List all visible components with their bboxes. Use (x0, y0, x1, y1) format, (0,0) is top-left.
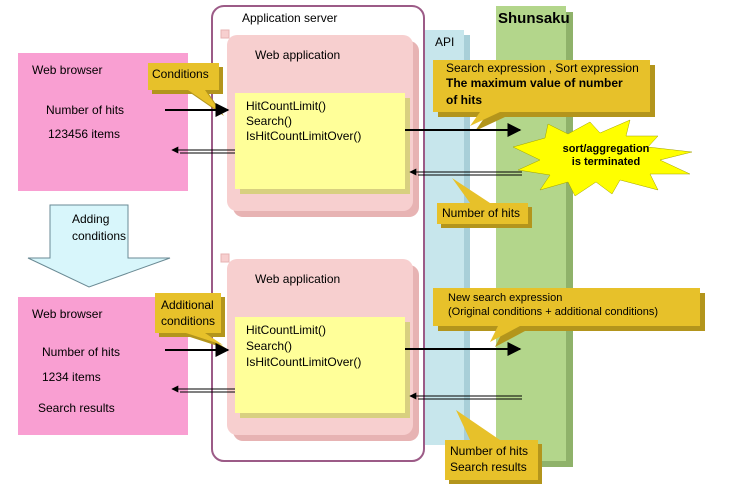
request-top-line1: Search expression , Sort expression (446, 61, 639, 75)
response-bottom-line1: Number of hits (450, 444, 529, 458)
request-bottom-line1: New search expression (448, 292, 563, 304)
adding-conditions-arrow (27, 204, 171, 288)
browser-top-title: Web browser (32, 63, 103, 77)
response-callout-top (437, 178, 528, 224)
additional-callout-line1: Additional (161, 298, 214, 312)
additional-callout-line2: conditions (161, 314, 216, 328)
webapp-bottom-corner (220, 253, 230, 263)
methods-top-box (235, 93, 405, 189)
application-server-label: Application server (242, 11, 338, 25)
webapp-bottom-title: Web application (255, 272, 341, 286)
response-callout-bottom (445, 410, 538, 480)
request-top-line3: of hits (446, 93, 482, 107)
terminated-line2: is terminated (571, 156, 641, 168)
methods-bottom-box (235, 317, 405, 413)
response-bottom-line2: Search results (450, 460, 527, 474)
browser-bottom-title: Web browser (32, 307, 103, 321)
browser-bottom-results-label: Search results (38, 401, 115, 415)
method-top-hitcountlimit: HitCountLimit() (246, 99, 327, 113)
method-bottom-hitcountlimit: HitCountLimit() (246, 323, 327, 337)
browser-bottom-hits-value: 1234 items (42, 370, 101, 384)
application-server-frame (211, 5, 425, 462)
conditions-callout-top (148, 63, 220, 112)
conditions-callout-text: Conditions (152, 67, 209, 81)
browser-top-hits-value: 123456 items (48, 127, 121, 141)
webapp-top-corner (220, 29, 230, 39)
api-label: API (435, 35, 455, 49)
request-callout-top (433, 60, 650, 126)
adding-line2: conditions (72, 229, 127, 243)
shunsaku-label: Shunsaku (498, 10, 570, 27)
browser-top-hits-label: Number of hits (46, 103, 125, 117)
webapp-top-title: Web application (255, 48, 341, 62)
request-callout-bottom (433, 288, 700, 342)
method-bottom-search: Search() (246, 339, 293, 353)
response-top-text: Number of hits (442, 206, 521, 220)
terminated-line1: sort/aggregation (562, 143, 650, 155)
request-bottom-line2: (Original conditions + additional condit… (448, 306, 659, 318)
request-top-line2: The maximum value of number (446, 76, 623, 90)
method-top-search: Search() (246, 114, 293, 128)
method-top-ishitcountlimitover: IsHitCountLimitOver() (246, 129, 362, 143)
method-bottom-ishitcountlimitover: IsHitCountLimitOver() (246, 355, 362, 369)
terminated-starburst (512, 119, 693, 197)
adding-line1: Adding (72, 212, 110, 226)
additional-conditions-callout (155, 293, 223, 345)
browser-bottom-hits-label: Number of hits (42, 345, 121, 359)
